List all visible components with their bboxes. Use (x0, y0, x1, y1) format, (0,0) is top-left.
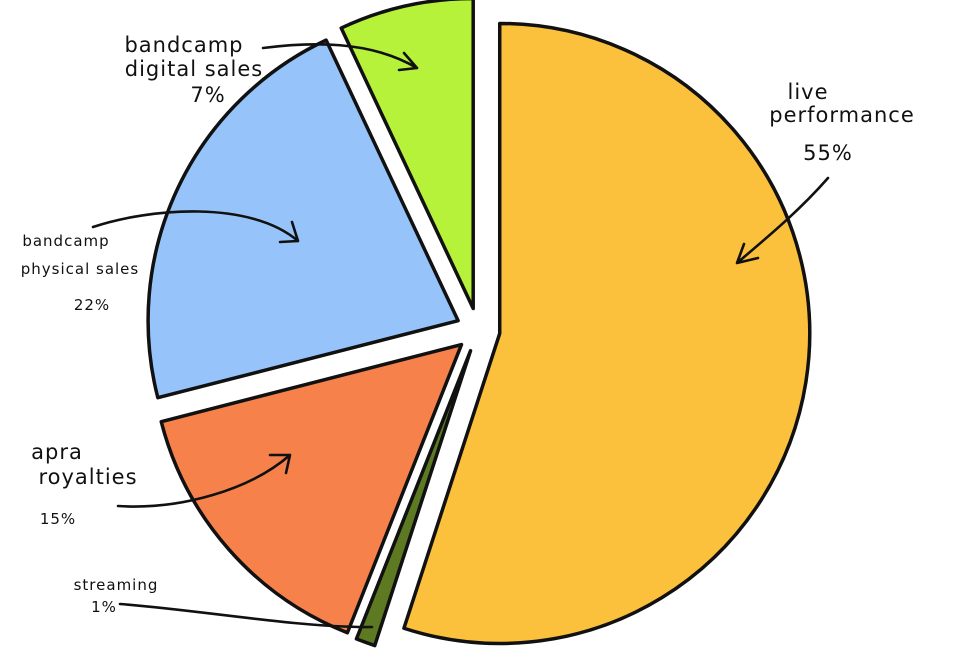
bandcamp-physical-slice (146, 38, 460, 400)
live-performance-percent: 55% (803, 141, 853, 165)
apra-royalties-arrow (116, 453, 292, 508)
live-performance-arrow (735, 176, 830, 265)
apra-royalties-slice (159, 342, 464, 635)
live-performance-label-line2: performance (769, 103, 915, 127)
live-performance-slice (402, 21, 812, 646)
apra-royalties-label-line2: royalties (38, 465, 137, 489)
bandcamp-physical-label-line1: bandcamp (22, 232, 109, 250)
bandcamp-physical-arrow (91, 210, 300, 244)
apra-royalties-percent: 15% (40, 510, 76, 528)
streaming-slice (354, 348, 473, 648)
bandcamp-physical-percent: 22% (74, 296, 110, 314)
pie-slices (146, 0, 812, 648)
streaming-label-line1: streaming (74, 576, 159, 594)
streaming-percent: 1% (91, 598, 117, 616)
live-performance-label-line1: live (787, 80, 828, 104)
bandcamp-physical-label-line2: physical sales (21, 260, 139, 278)
streaming-arrow (118, 602, 374, 629)
bandcamp-digital-label-line1: bandcamp (124, 33, 243, 57)
apra-royalties-label-line1: apra (31, 440, 83, 464)
bandcamp-digital-label-line2: digital sales (125, 57, 263, 81)
bandcamp-digital-percent: 7% (190, 83, 225, 107)
bandcamp-digital-slice (339, 0, 475, 311)
bandcamp-digital-arrow (261, 43, 419, 72)
